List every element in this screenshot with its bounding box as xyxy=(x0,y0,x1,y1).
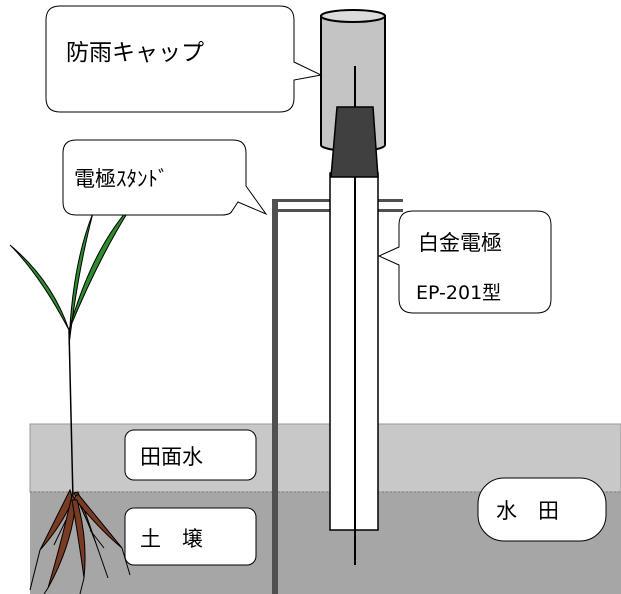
rain-cap-rim xyxy=(320,9,386,23)
box-paddy-field-frame xyxy=(477,477,607,542)
callout-electrode-stand: 電極ｽﾀﾝﾄﾞ xyxy=(62,139,268,216)
plant-stem xyxy=(68,329,74,501)
plant-roots xyxy=(39,488,123,589)
box-paddy-field: 水 田 xyxy=(477,477,607,542)
box-surface-water: 田面水 xyxy=(124,429,257,481)
box-soil-frame xyxy=(124,507,257,566)
label-soil: 土 壌 xyxy=(140,527,203,551)
rain-cap xyxy=(320,9,386,178)
label-paddy-field: 水 田 xyxy=(496,499,559,523)
label-rain-cap: 防雨キャップ xyxy=(66,40,204,66)
callout-platinum-electrode-bubble xyxy=(377,210,552,314)
callout-rain-cap-bubble xyxy=(45,5,323,113)
plant-root-hairs xyxy=(29,519,131,594)
rubber-stopper xyxy=(330,106,379,178)
stand-vertical-post xyxy=(272,199,278,594)
label-platinum-electrode-line2: EP-201型 xyxy=(416,282,501,304)
platinum-electrode xyxy=(329,66,379,565)
box-soil: 土 壌 xyxy=(124,507,257,566)
label-platinum-electrode-line1: 白金電極 xyxy=(418,231,502,255)
label-electrode-stand: 電極ｽﾀﾝﾄﾞ xyxy=(74,167,169,191)
label-surface-water: 田面水 xyxy=(140,445,203,469)
box-surface-water-frame xyxy=(124,429,257,481)
rice-plant xyxy=(9,203,134,594)
plant-leaf-left xyxy=(9,244,70,331)
callout-electrode-stand-bubble xyxy=(62,139,268,216)
callout-platinum-electrode: 白金電極 EP-201型 xyxy=(377,210,552,314)
callout-rain-cap: 防雨キャップ xyxy=(45,5,323,113)
